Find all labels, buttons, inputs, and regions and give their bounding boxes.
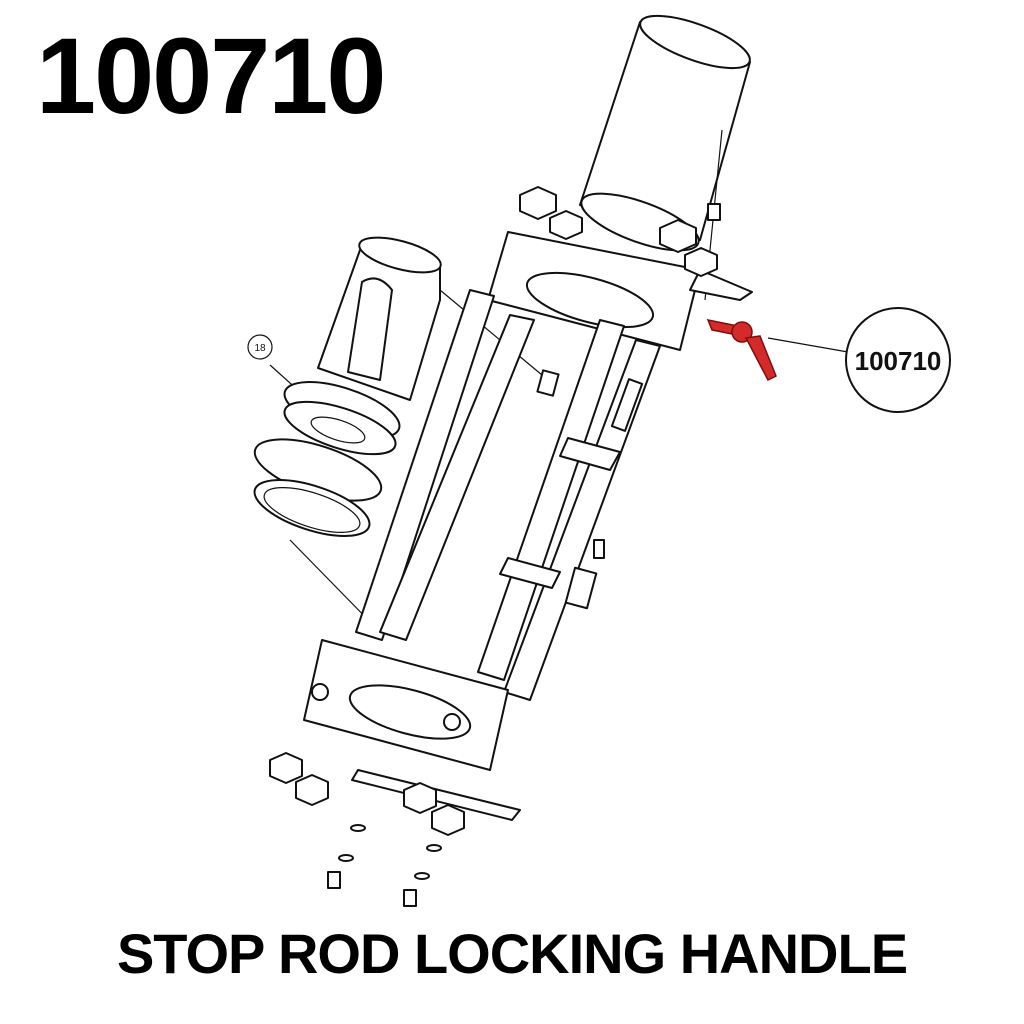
stop-rod-hardware [499,369,644,610]
callout-balloon-part: 100710 [845,307,951,413]
page-title: 100710 [36,15,386,136]
top-plate [487,231,753,351]
bottom-fasteners [269,752,465,907]
part-caption: STOP ROD LOCKING HANDLE [116,922,908,985]
clamp-body [317,236,442,401]
locking-handle [706,318,777,381]
top-nuts [519,186,721,277]
callout-part-label: 100710 [855,346,942,376]
spring-washers [253,381,401,537]
callout-18-label: 18 [254,343,266,354]
callout-balloon-18: 18 [247,334,273,360]
